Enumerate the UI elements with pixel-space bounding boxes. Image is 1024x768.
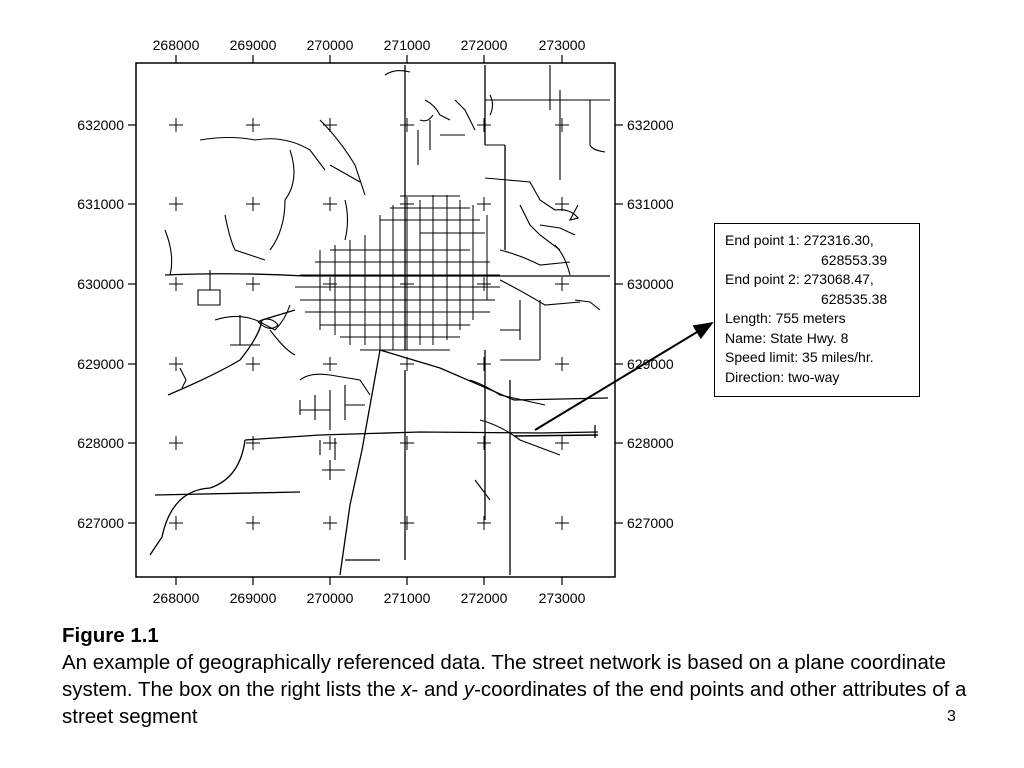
- attribute-box: End point 1: 272316.30, 628553.39 End po…: [714, 223, 920, 397]
- grid-cross: [169, 118, 183, 132]
- y-tick-label-left: 631000: [77, 196, 124, 212]
- state-hwy-8-segment: [513, 434, 599, 437]
- y-tick-label-left: 630000: [77, 276, 124, 292]
- figure-title: Figure 1.1: [62, 624, 159, 647]
- x-tick-label-bottom: 271000: [384, 590, 431, 606]
- end-point-2-y: 628535.38: [821, 290, 888, 307]
- x-tick-marks-top: 268000 269000 270000 271000 272000 273000: [153, 37, 586, 63]
- grid-cross: [555, 277, 569, 291]
- x-tick-label-bottom: 272000: [461, 590, 508, 606]
- grid-cross: [555, 516, 569, 530]
- caption-x-italic: x: [401, 678, 412, 701]
- grid-cross: [246, 436, 260, 450]
- downtown-grid: [295, 195, 500, 351]
- y-tick-label-right: 630000: [627, 276, 674, 292]
- grid-cross: [477, 357, 491, 371]
- x-tick-label-bottom: 269000: [230, 590, 277, 606]
- grid-cross: [400, 118, 414, 132]
- grid-cross: [400, 516, 414, 530]
- grid-cross: [400, 436, 414, 450]
- x-tick-label-top: 270000: [307, 37, 354, 53]
- figure-caption: Figure 1.1 An example of geographically …: [62, 622, 992, 730]
- grid-cross: [323, 357, 337, 371]
- end-point-1-x: 272316.30,: [803, 232, 874, 248]
- grid-cross: [555, 197, 569, 211]
- x-tick-label-bottom: 268000: [153, 590, 200, 606]
- x-tick-label-top: 273000: [539, 37, 586, 53]
- outlying-roads: [164, 119, 371, 480]
- grid-cross: [477, 277, 491, 291]
- grid-cross: [246, 197, 260, 211]
- grid-cross: [169, 516, 183, 530]
- caption-text-part1: An example of geographically referenced …: [62, 651, 946, 701]
- grid-cross: [323, 197, 337, 211]
- grid-cross: [169, 436, 183, 450]
- x-tick-label-top: 271000: [384, 37, 431, 53]
- grid-cross: [477, 197, 491, 211]
- grid-cross: [246, 118, 260, 132]
- y-tick-label-left: 628000: [77, 435, 124, 451]
- y-tick-label-right: 632000: [627, 117, 674, 133]
- x-tick-label-bottom: 273000: [539, 590, 586, 606]
- direction-row: Direction: two-way: [725, 368, 840, 385]
- name-row: Name: State Hwy. 8: [725, 329, 849, 346]
- speed-limit-row: Speed limit: 35 miles/hr.: [725, 349, 874, 365]
- end-point-1-row: End point 1: 272316.30,: [725, 231, 911, 251]
- grid-cross: [555, 436, 569, 450]
- end-point-1-label: End point 1:: [725, 232, 800, 248]
- end-point-1-y: 628553.39: [821, 251, 888, 268]
- x-tick-marks-bottom: 268000 269000 270000 271000 272000 273000: [153, 577, 586, 606]
- street-network: [149, 65, 610, 576]
- y-tick-label-left: 627000: [77, 515, 124, 531]
- end-point-2-row: End point 2: 273068.47,: [725, 270, 911, 290]
- pointer-arrow: [534, 321, 714, 431]
- grid-cross: [246, 516, 260, 530]
- y-tick-label-right: 631000: [627, 196, 674, 212]
- slide-number: 3: [947, 708, 956, 725]
- grid-cross: [246, 357, 260, 371]
- main-highways: [149, 65, 610, 576]
- x-tick-label-top: 268000: [153, 37, 200, 53]
- caption-text: An example of geographically referenced …: [62, 649, 992, 730]
- y-tick-label-right: 628000: [627, 435, 674, 451]
- grid-cross: [169, 357, 183, 371]
- end-point-2-label: End point 2:: [725, 271, 800, 287]
- grid-cross: [169, 197, 183, 211]
- grid-cross: [477, 118, 491, 132]
- x-tick-label-top: 272000: [461, 37, 508, 53]
- map-frame: [135, 62, 616, 578]
- y-tick-marks-left: 632000 631000 630000 629000 628000 627000: [77, 117, 136, 531]
- x-tick-label-bottom: 270000: [307, 590, 354, 606]
- grid-cross: [477, 436, 491, 450]
- caption-text-part3: -coordinates of the end points and other…: [62, 678, 967, 728]
- y-tick-label-right: 627000: [627, 515, 674, 531]
- grid-crosses: [169, 118, 569, 530]
- grid-cross: [400, 357, 414, 371]
- caption-text-part2: - and: [411, 678, 464, 701]
- grid-cross: [477, 516, 491, 530]
- caption-y-italic: y: [463, 678, 475, 701]
- grid-cross: [555, 357, 569, 371]
- y-tick-label-left: 632000: [77, 117, 124, 133]
- grid-cross: [246, 277, 260, 291]
- x-tick-label-top: 269000: [230, 37, 277, 53]
- y-tick-label-left: 629000: [77, 356, 124, 372]
- length-row: Length: 755 meters: [725, 310, 846, 326]
- end-point-2-x: 273068.47,: [803, 271, 874, 287]
- grid-cross: [169, 277, 183, 291]
- northern-eastern-roads: [384, 65, 610, 501]
- grid-cross: [323, 516, 337, 530]
- grid-cross: [555, 118, 569, 132]
